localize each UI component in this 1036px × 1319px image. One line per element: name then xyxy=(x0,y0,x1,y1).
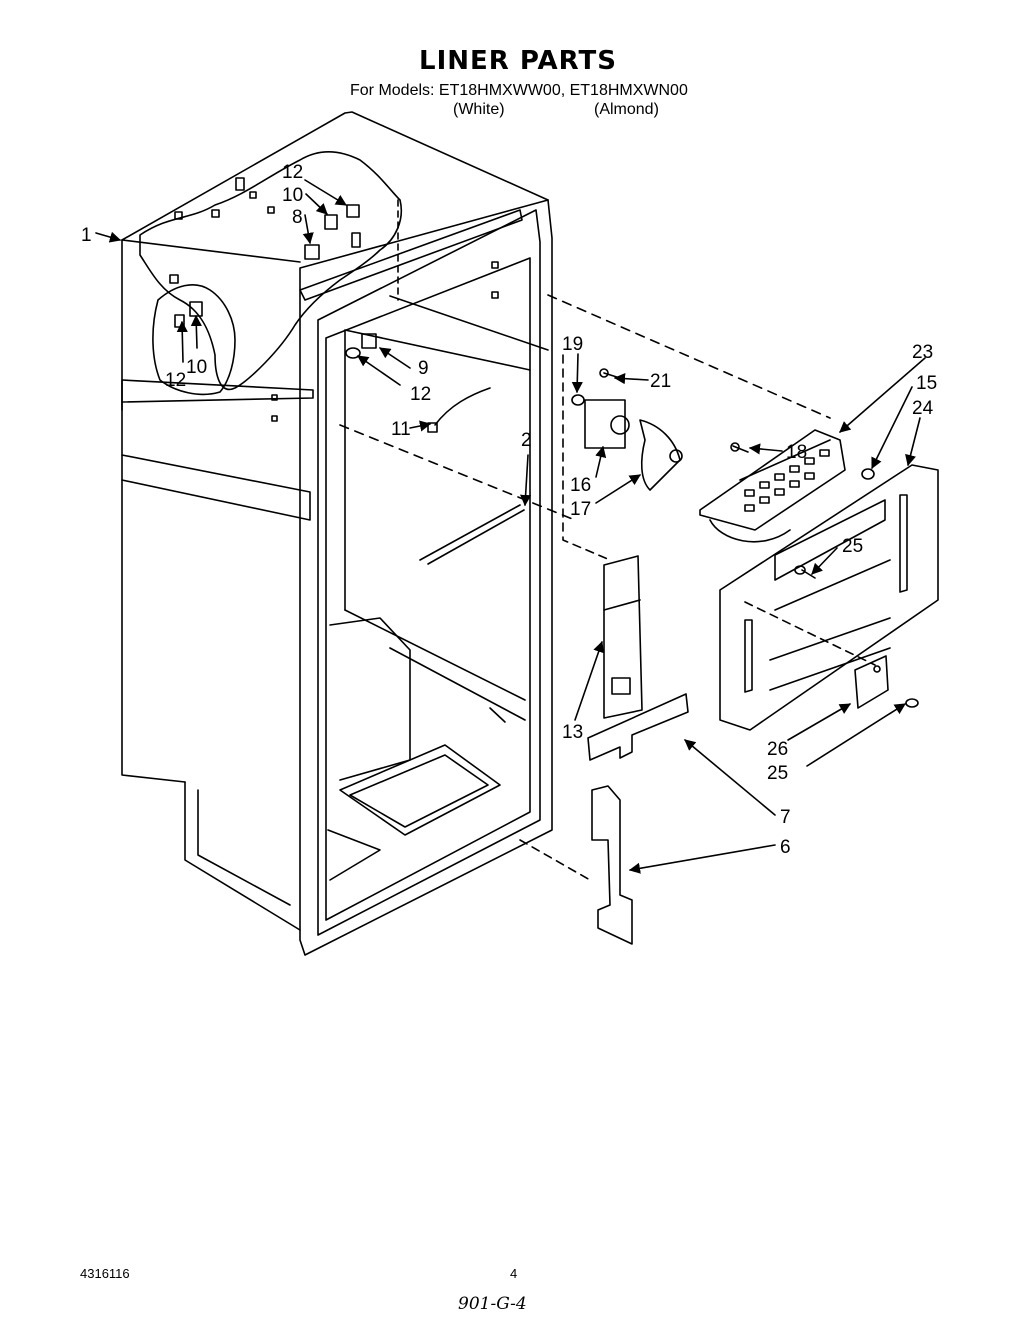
color-almond-label: (Almond) xyxy=(594,101,659,118)
liner-left-wall xyxy=(121,239,186,783)
callout-16: 16 xyxy=(570,475,591,496)
liner-divider-band xyxy=(121,379,314,403)
louver-grille xyxy=(744,449,830,512)
callout-25-upper: 25 xyxy=(842,536,863,557)
callout-18: 18 xyxy=(786,442,807,463)
callout-26: 26 xyxy=(767,739,788,760)
air-duct-13 xyxy=(603,555,643,719)
callout-8: 8 xyxy=(292,207,303,228)
cutaway-side xyxy=(152,284,236,396)
machine-compartment xyxy=(184,781,301,931)
front-frame-inner xyxy=(317,209,541,936)
document-number: 4316116 xyxy=(80,1266,130,1281)
callout-1: 1 xyxy=(81,225,92,246)
cutaway-top xyxy=(139,150,402,391)
callout-10-side: 10 xyxy=(186,357,207,378)
grommet-19 xyxy=(571,394,585,406)
clip-part-12b xyxy=(345,347,361,359)
screw-15 xyxy=(861,468,875,480)
callout-10-top: 10 xyxy=(282,185,303,206)
cabinet-liner xyxy=(121,111,876,956)
fan-blade-17 xyxy=(639,419,681,491)
callout-13: 13 xyxy=(562,722,583,743)
callout-25-lower: 25 xyxy=(767,763,788,784)
page-title: LINER PARTS xyxy=(419,46,617,76)
bottom-recess xyxy=(339,744,501,836)
liner-top-back-edge xyxy=(121,111,549,241)
callout-labels: 1 2 6 7 8 9 10 10 11 12 12 12 13 15 16 1… xyxy=(81,162,937,858)
front-frame-outer xyxy=(299,199,553,956)
callout-23: 23 xyxy=(912,342,933,363)
crisper-hump xyxy=(329,617,411,781)
callout-24: 24 xyxy=(912,398,934,419)
callout-12-top: 12 xyxy=(282,162,303,183)
models-line: For Models: ET18HMXWW00, ET18HMXWN00 xyxy=(350,82,688,99)
color-white-label: (White) xyxy=(453,101,505,118)
callout-21: 21 xyxy=(650,371,671,392)
clip-part-10 xyxy=(324,214,338,230)
wire-harness-11 xyxy=(434,387,491,426)
handwritten-note: 901-G-4 xyxy=(458,1294,527,1314)
page-number: 4 xyxy=(510,1266,518,1281)
bracket-26 xyxy=(854,655,889,709)
callout-17: 17 xyxy=(570,499,591,520)
fan-shroud-23 xyxy=(699,429,846,531)
screw-25b xyxy=(905,698,919,708)
callout-19: 19 xyxy=(562,334,583,355)
callout-15: 15 xyxy=(916,373,937,394)
leader-lines xyxy=(95,179,926,874)
callout-7: 7 xyxy=(780,807,791,828)
callout-12-side: 12 xyxy=(165,370,186,391)
clip-part-8 xyxy=(304,244,320,260)
callout-11: 11 xyxy=(391,419,411,440)
small-parts xyxy=(174,204,939,945)
screw-18 xyxy=(732,445,749,453)
clip-part-9 xyxy=(361,333,377,349)
callout-2: 2 xyxy=(521,430,532,451)
callout-9: 9 xyxy=(418,358,429,379)
clip-part-12 xyxy=(346,204,360,218)
callout-6: 6 xyxy=(780,837,791,858)
callout-12-front: 12 xyxy=(410,384,431,405)
duct-6 xyxy=(591,785,633,945)
heater-wire-2 xyxy=(419,504,521,561)
baffle-7 xyxy=(587,693,689,761)
fan-motor-16 xyxy=(584,399,626,449)
